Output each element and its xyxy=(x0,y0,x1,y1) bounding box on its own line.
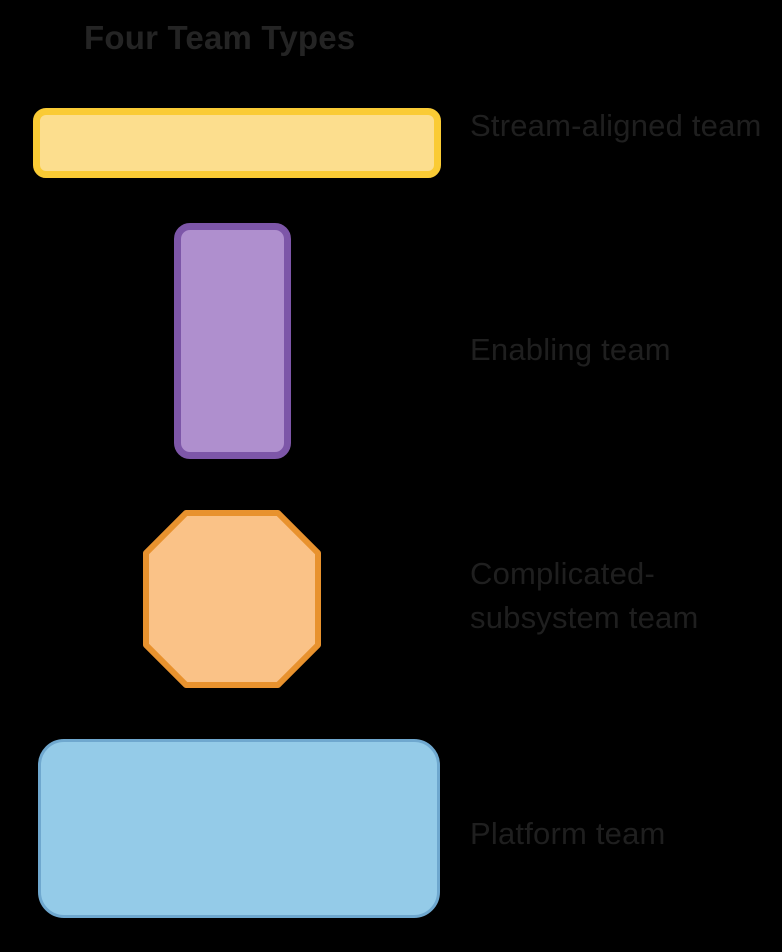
enabling-team-shape xyxy=(174,223,291,459)
enabling-team-label: Enabling team xyxy=(470,332,671,367)
octagon-icon xyxy=(143,510,321,688)
platform-team-label: Platform team xyxy=(470,816,666,851)
stream-aligned-team-shape xyxy=(33,108,441,178)
complicated-subsystem-team-shape xyxy=(143,510,321,688)
diagram-title: Four Team Types xyxy=(84,19,356,56)
platform-team-shape xyxy=(38,739,440,918)
stream-aligned-team-label: Stream-aligned team xyxy=(470,108,762,143)
complicated-subsystem-team-label: Complicated-subsystem team xyxy=(470,556,699,636)
